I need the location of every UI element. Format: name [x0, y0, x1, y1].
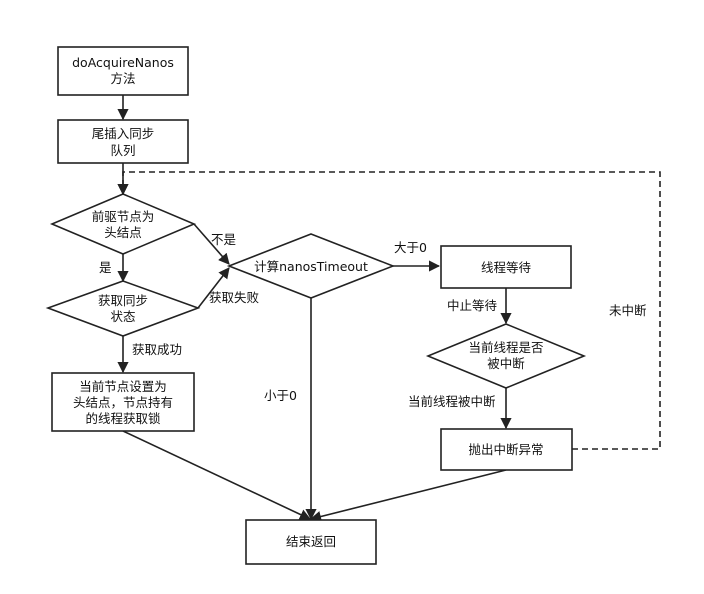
node-end-line-1: 结束返回: [286, 534, 336, 549]
node-is-head: 前驱节点为 头结点: [49, 193, 197, 255]
node-is-head-line-2: 头结点: [104, 225, 142, 240]
label-less-than-zero: 小于0: [264, 388, 297, 403]
node-wait-line-1: 线程等待: [481, 260, 532, 275]
node-interrupted-line-1: 当前线程是否: [468, 340, 543, 355]
edge-throw-to-end: [309, 469, 507, 522]
node-try-acquire: 获取同步 状态: [45, 280, 201, 337]
node-enqueue-line-2: 队列: [110, 143, 135, 158]
node-is-head-line-1: 前驱节点为: [92, 209, 155, 224]
node-start-line-2: 方法: [110, 71, 135, 86]
node-enqueue: 尾插入同步 队列: [57, 119, 189, 164]
label-not-head: 不是: [211, 232, 237, 247]
edge-throw-loop-back: [117, 171, 661, 450]
node-throw-line-1: 抛出中断异常: [468, 442, 543, 457]
node-interrupted-line-2: 被中断: [487, 356, 525, 371]
node-try-acquire-line-2: 状态: [110, 309, 135, 324]
node-throw: 抛出中断异常: [440, 428, 573, 471]
label-not-interrupted: 未中断: [609, 303, 647, 318]
label-acquire-success: 获取成功: [132, 342, 182, 357]
node-set-head-line-1: 当前节点设置为: [79, 379, 167, 394]
edge-try-acquire-to-timeout: [197, 267, 230, 309]
edge-set-head-to-end: [122, 430, 312, 520]
node-end: 结束返回: [245, 519, 377, 565]
label-thread-interrupted: 当前线程被中断: [408, 394, 496, 409]
label-wait-stopped: 中止等待: [447, 298, 498, 313]
node-set-head: 当前节点设置为 头结点，节点持有 的线程获取锁: [51, 372, 195, 432]
label-acquire-fail: 获取失败: [209, 290, 260, 305]
node-wait: 线程等待: [440, 245, 572, 289]
label-is-head: 是: [99, 260, 112, 275]
node-start-line-1: doAcquireNanos: [72, 55, 174, 70]
node-try-acquire-line-1: 获取同步: [98, 293, 148, 308]
node-interrupted: 当前线程是否 被中断: [425, 323, 587, 389]
node-calc-timeout: 计算nanosTimeout: [226, 233, 396, 299]
node-set-head-line-2: 头结点，节点持有: [73, 395, 173, 410]
node-enqueue-line-1: 尾插入同步: [92, 126, 155, 141]
label-greater-than-zero: 大于0: [394, 240, 427, 255]
node-set-head-line-3: 的线程获取锁: [85, 411, 161, 426]
node-calc-timeout-line-1: 计算nanosTimeout: [254, 259, 368, 274]
edge-is-head-to-timeout: [193, 223, 230, 265]
node-start: doAcquireNanos 方法: [57, 46, 189, 96]
